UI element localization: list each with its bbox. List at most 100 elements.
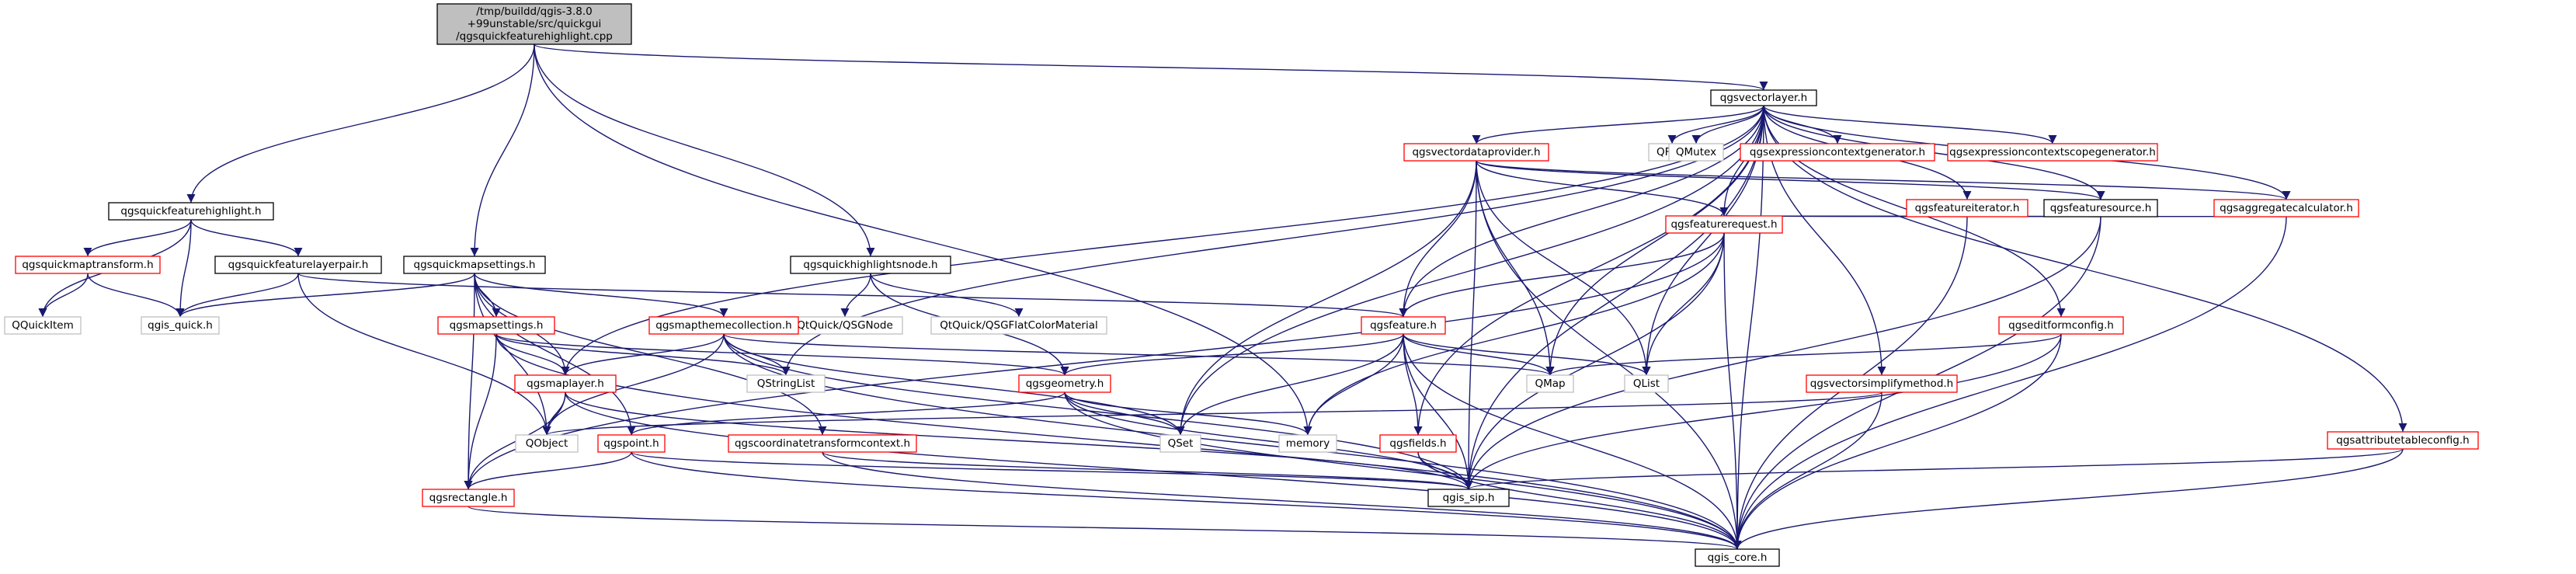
node-box-qset — [1159, 434, 1201, 453]
node-label: qgsgeometry.h — [1026, 377, 1104, 390]
edge-hln-to-qtsgn — [840, 273, 871, 318]
edge-feature-to-qmap — [1403, 333, 1555, 376]
node-fhl[interactable]: qgsquickfeaturehighlight.h — [108, 202, 274, 221]
node-root[interactable]: /tmp/buildd/qgis-3.8.0+99unstable/src/qu… — [436, 3, 632, 45]
node-maplayer[interactable]: qgsmaplayer.h — [514, 374, 617, 393]
edge-geometry-to-qgspoint — [627, 391, 1066, 436]
node-qlist: QList — [1624, 374, 1669, 393]
edge-vectorlayer-to-escg — [1763, 105, 2057, 144]
node-qms[interactable]: qgsquickmapsettings.h — [403, 256, 546, 274]
edge-maplayer-to-qgissip — [565, 391, 1473, 490]
node-qgiscore[interactable]: qgis_core.h — [1695, 548, 1780, 567]
node-hln[interactable]: qgsquickhighlightsnode.h — [790, 256, 951, 274]
edge-mapsettings-to-rectangle — [464, 333, 497, 490]
edge-vectorlayer-to-qset — [1176, 105, 1764, 436]
edge-feature-to-memory — [1303, 333, 1404, 436]
edge-feature-to-geometry — [1060, 333, 1404, 376]
edge-qms-to-rectangle — [464, 273, 475, 490]
node-fields[interactable]: qgsfields.h — [1379, 434, 1457, 453]
node-label: QList — [1633, 377, 1660, 390]
node-label: QMutex — [1676, 146, 1716, 158]
node-memory: memory — [1278, 434, 1337, 453]
node-escg[interactable]: qgsexpressioncontextscopegenerator.h — [1947, 143, 2158, 162]
node-label: qgsquickfeaturelayerpair.h — [228, 259, 369, 271]
edge-atc-to-qgissip — [1465, 448, 2404, 490]
node-label: QQuickItem — [12, 319, 74, 332]
node-qgspoint[interactable]: qgspoint.h — [597, 434, 666, 453]
node-maptransform[interactable]: qgsquickmaptransform.h — [15, 256, 161, 274]
edge-vdp-to-qlist — [1476, 160, 1651, 376]
edge-vdp-to-freq — [1476, 160, 1729, 217]
edge-editform-to-qgissip — [1464, 333, 2062, 490]
edge-maptransform-to-qgisquick — [87, 273, 185, 318]
edge-feature-to-qlist — [1403, 333, 1651, 376]
node-label: qgsquickmaptransform.h — [22, 259, 153, 271]
node-box-qlist — [1624, 374, 1669, 393]
edge-vdp-to-qgissip — [1464, 160, 1477, 490]
node-vsimp[interactable]: qgsvectorsimplifymethod.h — [1806, 374, 1958, 393]
node-maptheme[interactable]: qgsmapthemecollection.h — [648, 316, 799, 335]
node-fsource[interactable]: qgsfeaturesource.h — [2043, 199, 2158, 217]
edge-feature-to-qset — [1176, 333, 1404, 436]
node-box-vsimp — [1806, 374, 1958, 393]
node-vectorlayer[interactable]: qgsvectorlayer.h — [1710, 89, 1817, 106]
edge-maptransform-to-qquickitem — [38, 273, 89, 318]
node-label: qgsquickmapsettings.h — [414, 259, 536, 271]
node-box-aggcalc — [2213, 199, 2359, 217]
node-label: qgsvectordataprovider.h — [1412, 146, 1540, 158]
edge-vdp-to-feature — [1399, 160, 1477, 318]
node-vdp[interactable]: qgsvectordataprovider.h — [1403, 143, 1549, 162]
node-aggcalc[interactable]: qgsaggregatecalculator.h — [2213, 199, 2359, 217]
node-box-fhl — [108, 202, 274, 221]
node-box-qstringlist — [746, 374, 826, 393]
node-coordxf[interactable]: qgscoordinatetransformcontext.h — [728, 434, 917, 453]
node-label: qgspoint.h — [603, 437, 659, 450]
edge-editform-to-qgiscore — [1733, 333, 2062, 550]
edge-fields-to-qgiscore — [1417, 451, 1742, 550]
edge-vsimp-to-qobject — [543, 391, 1882, 436]
edge-vectorlayer-to-vdp — [1472, 105, 1764, 144]
node-feature[interactable]: qgsfeature.h — [1361, 316, 1446, 335]
node-label: QtQuick/QSGFlatColorMaterial — [940, 319, 1097, 332]
edge-vectorlayer-to-feature — [1399, 105, 1764, 318]
node-label: qgsrectangle.h — [429, 492, 508, 504]
node-atc[interactable]: qgsattributetableconfig.h — [2327, 431, 2479, 450]
edge-qgspoint-to-qgissip — [631, 451, 1473, 490]
node-mapsettings[interactable]: qgsmapsettings.h — [437, 316, 555, 335]
edge-root-to-memory — [534, 43, 1312, 436]
node-label: QObject — [526, 437, 568, 450]
node-flp[interactable]: qgsquickfeaturelayerpair.h — [214, 256, 382, 274]
node-box-geometry — [1018, 374, 1111, 393]
node-box-qgisquick — [141, 316, 220, 335]
node-qgissip[interactable]: qgis_sip.h — [1427, 489, 1510, 507]
node-qstringlist: QStringList — [746, 374, 826, 393]
node-ecg[interactable]: qgsexpressioncontextgenerator.h — [1740, 143, 1935, 162]
edge-maptheme-to-qmap — [723, 333, 1555, 376]
node-geometry[interactable]: qgsgeometry.h — [1018, 374, 1111, 393]
node-label: qgsexpressioncontextgenerator.h — [1750, 146, 1925, 158]
node-rectangle[interactable]: qgsrectangle.h — [422, 489, 515, 507]
node-qgisquick: qgis_quick.h — [141, 316, 220, 335]
node-label: QMap — [1535, 377, 1565, 390]
edge-vdp-to-qgiscore — [1476, 160, 1742, 550]
node-box-rectangle — [422, 489, 515, 507]
node-freq[interactable]: qgsfeaturerequest.h — [1665, 215, 1783, 234]
edge-vdp-to-aggcalc — [1476, 160, 2291, 200]
edge-qgspoint-to-qgiscore — [631, 451, 1742, 550]
node-editform[interactable]: qgseditformconfig.h — [1998, 316, 2124, 335]
node-box-vectorlayer — [1710, 89, 1817, 106]
edge-qms-to-qgspoint — [474, 273, 636, 436]
node-fiter[interactable]: qgsfeatureiterator.h — [1906, 199, 2028, 217]
edge-root-to-vectorlayer — [534, 43, 1768, 91]
node-label: qgis_sip.h — [1443, 492, 1495, 504]
edge-vectorlayer-to-fields — [1413, 105, 1764, 436]
edge-qms-to-qgisquick — [176, 273, 475, 318]
node-box-fiter — [1906, 199, 2028, 217]
edge-maptheme-to-qobject — [542, 333, 725, 436]
edge-feature-to-qgissip — [1403, 333, 1473, 490]
edge-vdp-to-qmap — [1476, 160, 1555, 376]
node-box-ecg — [1740, 143, 1935, 162]
node-box-qobject — [515, 434, 579, 453]
node-box-qgissip — [1427, 489, 1510, 507]
edge-vectorlayer-to-qfont — [1667, 105, 1764, 144]
